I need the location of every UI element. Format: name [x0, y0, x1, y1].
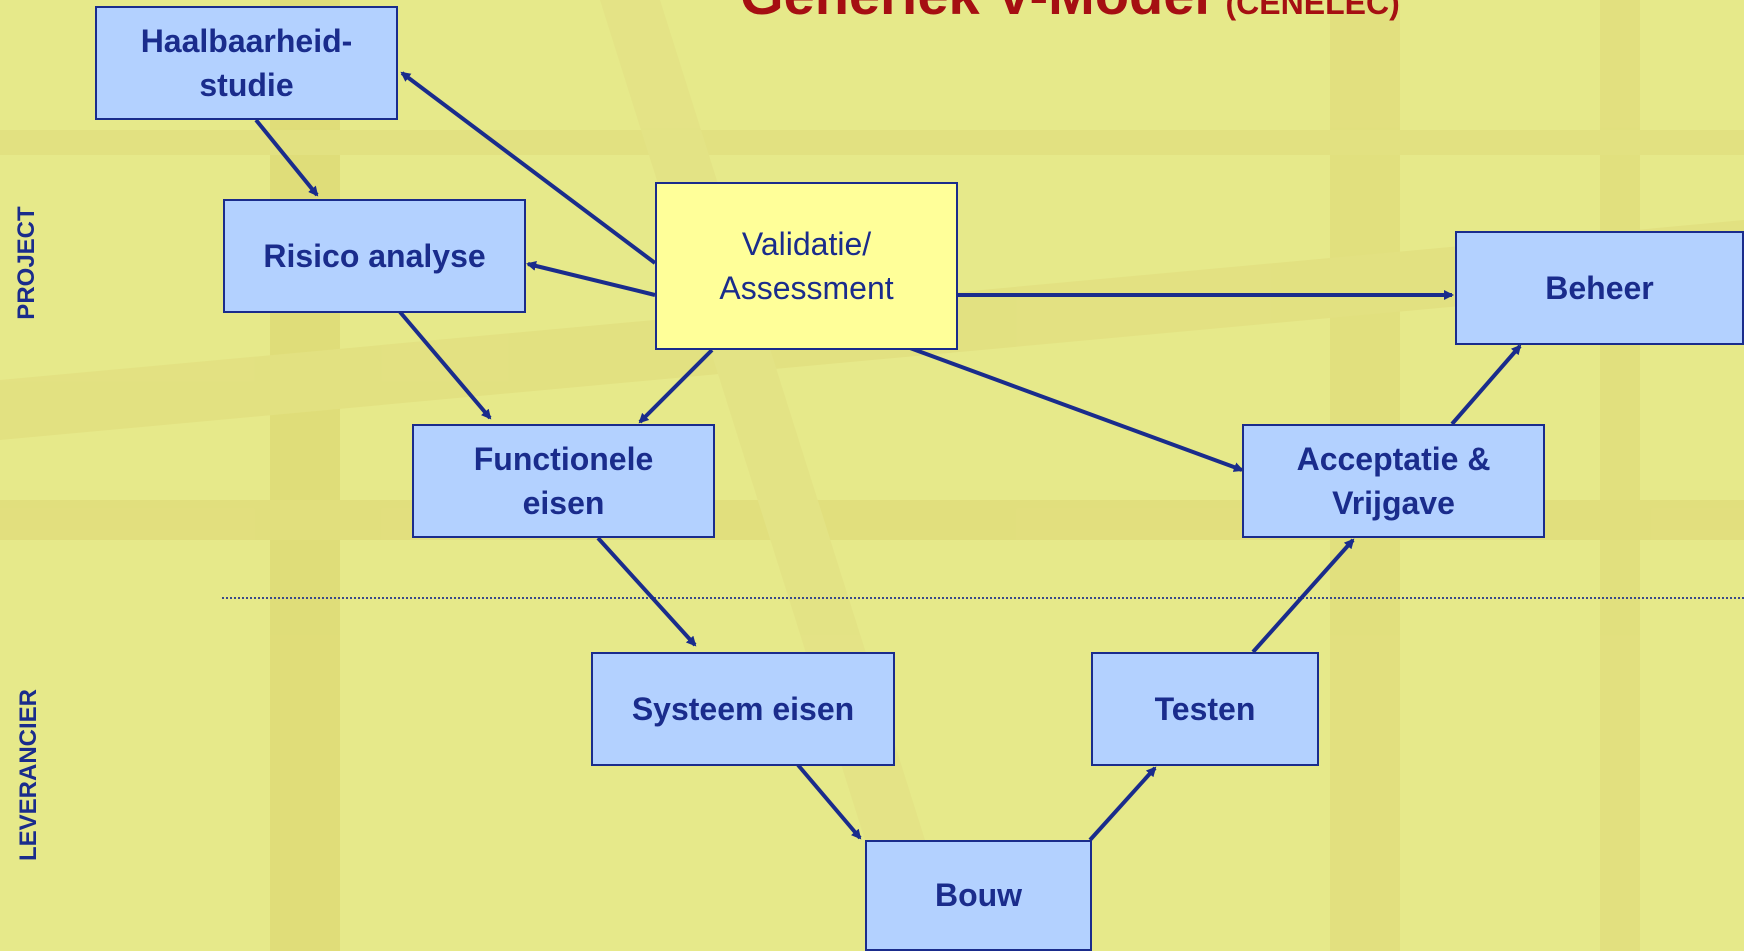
build-box: Bouw [865, 840, 1092, 951]
maintenance-label: Beheer [1545, 269, 1654, 306]
feasibility-line-1: Haalbaarheid- [140, 22, 353, 59]
testing-box: Testen [1091, 652, 1319, 766]
validation-line-2: Assessment [719, 270, 894, 306]
feasibility-line-2: studie [199, 67, 294, 103]
acceptance-line-1: Acceptatie & [1296, 440, 1491, 477]
arrow-validation-to-risk [526, 261, 656, 297]
testing-label: Testen [1154, 690, 1256, 727]
validation-assessment-box: Validatie/ Assessment [655, 182, 958, 350]
functional-line-2: eisen [522, 485, 605, 521]
arrow-test-to-acceptance [1251, 538, 1355, 654]
acceptance-release-box: Acceptatie & Vrijgave [1242, 424, 1545, 538]
system-label: Systeem eisen [631, 690, 855, 727]
acceptance-line-2: Vrijgave [1332, 485, 1455, 521]
feasibility-study-box: Haalbaarheid- studie [95, 6, 398, 120]
arrow-acceptance-to-maintenance [1450, 344, 1522, 426]
functional-requirements-box: Functionele eisen [412, 424, 715, 538]
arrow-validation-to-functional [638, 348, 714, 424]
validation-line-1: Validatie/ [741, 225, 872, 262]
arrow-system-to-build [796, 763, 862, 840]
project-supplier-divider [222, 597, 1744, 599]
functional-line-1: Functionele [473, 440, 654, 477]
arrow-functional-to-system [596, 536, 697, 647]
maintenance-box: Beheer [1455, 231, 1744, 345]
arrow-validation-to-acceptance [909, 346, 1244, 472]
build-label: Bouw [934, 877, 1023, 914]
page-title: Generiek V-Model (CENELEC) [740, 0, 1400, 27]
arrow-risk-to-functional [398, 310, 492, 420]
page-subtitle: (CENELEC) [1225, 0, 1400, 21]
arrow-build-to-test [1088, 766, 1157, 842]
arrow-validation-to-feasibility [400, 71, 657, 265]
risk-label: Risico analyse [263, 237, 486, 274]
arrow-feasibility-to-risk [254, 118, 319, 197]
risk-analysis-box: Risico analyse [223, 199, 526, 313]
system-requirements-box: Systeem eisen [591, 652, 895, 766]
